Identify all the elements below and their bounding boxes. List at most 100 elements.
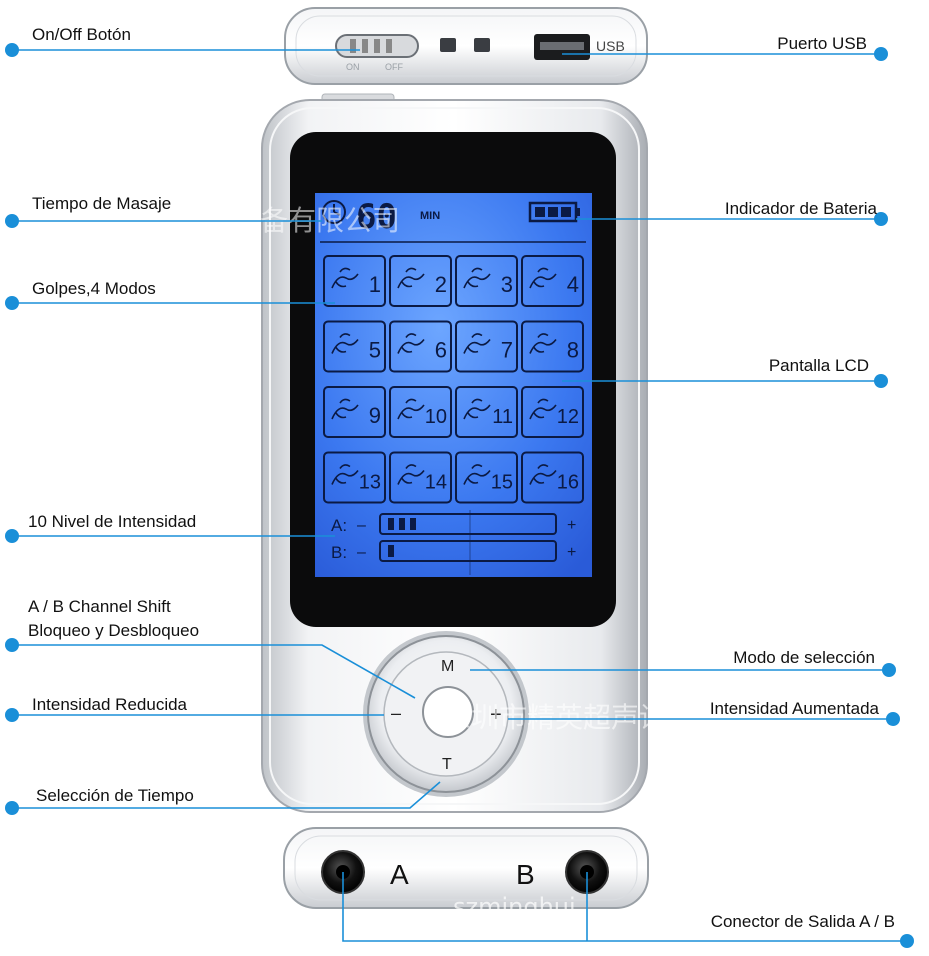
massage-glyph-icon: [529, 333, 557, 354]
mode-15: 15: [455, 451, 518, 504]
channel-a-label: A:: [331, 516, 347, 535]
mode-number: 4: [567, 272, 579, 297]
mode-number: 7: [501, 338, 513, 363]
mode-10: 10: [389, 386, 452, 438]
mode-number: 10: [425, 406, 447, 428]
label-channel-shift-1: A / B Channel Shift: [28, 597, 171, 616]
massage-glyph-icon: [331, 333, 359, 354]
label-battery: Indicador de Bateria: [724, 199, 877, 218]
indicator-light-1: [440, 38, 456, 52]
massage-glyph-icon: [463, 267, 491, 289]
channel-b-minus: –: [357, 544, 366, 561]
time-button[interactable]: T: [442, 756, 452, 773]
mode-number: 13: [359, 472, 381, 494]
intensity-down-button[interactable]: –: [391, 703, 401, 723]
channel-a-plus: +: [567, 517, 576, 534]
mode-9: 9: [323, 386, 386, 438]
massage-glyph-icon: [397, 333, 425, 354]
mode-number: 12: [557, 406, 579, 428]
mode-number: 8: [567, 338, 579, 363]
battery-icon: [528, 201, 580, 223]
on-label: ON: [346, 62, 360, 72]
label-modes: Golpes,4 Modos: [32, 279, 156, 298]
mode-1: 1: [323, 255, 386, 307]
channel-a-minus: –: [357, 517, 366, 534]
mode-number: 6: [435, 338, 447, 363]
mode-number: 3: [501, 272, 513, 297]
usb-label: USB: [596, 38, 625, 54]
massage-glyph-icon: [331, 398, 359, 420]
level-block: [388, 545, 394, 557]
massage-glyph-icon: [397, 267, 425, 289]
massage-glyph-icon: [397, 464, 425, 485]
channel-b-level: [388, 545, 394, 557]
channel-b-bar: [379, 540, 557, 562]
mode-6: 6: [389, 320, 452, 373]
timer-value: 60: [356, 197, 397, 237]
label-mode-select: Modo de selección: [733, 648, 875, 667]
intensity-b: B: – +: [331, 540, 576, 562]
mode-13: 13: [323, 451, 386, 504]
output-a-label: A: [390, 859, 409, 890]
label-channel-shift-2: Bloqueo y Desbloqueo: [28, 621, 200, 640]
mode-16: 16: [521, 451, 584, 504]
off-label: OFF: [385, 62, 403, 72]
indicator-light-2: [474, 38, 490, 52]
label-intensity-up: Intensidad Aumentada: [709, 699, 879, 718]
intensity-a: A: – +: [331, 513, 576, 535]
intensity-up-button[interactable]: +: [490, 704, 502, 726]
channel-a-level: [388, 518, 416, 530]
mode-4: 4: [521, 255, 584, 307]
massage-glyph-icon: [463, 398, 491, 420]
label-intensity-levels: 10 Nivel de Intensidad: [28, 512, 197, 531]
mode-number: 2: [435, 272, 447, 297]
massage-glyph-icon: [529, 464, 557, 485]
label-intensity-down: Intensidad Reducida: [32, 695, 188, 714]
watermark-cn-2: 深圳市精英超声设备有限公司: [443, 701, 807, 734]
level-block: [399, 518, 405, 530]
mode-3: 3: [455, 255, 518, 307]
mode-2: 2: [389, 255, 452, 307]
mode-7: 7: [455, 320, 518, 373]
mode-number: 5: [369, 338, 381, 363]
label-time-select: Selección de Tiempo: [36, 786, 194, 805]
label-massage-time: Tiempo de Masaje: [32, 194, 172, 213]
massage-glyph-icon: [529, 267, 557, 289]
level-block: [388, 518, 394, 530]
massage-glyph-icon: [529, 398, 557, 420]
mode-number: 11: [492, 406, 513, 428]
control-dial: M T – +: [363, 631, 529, 797]
mode-11: 11: [455, 386, 518, 438]
massage-glyph-icon: [331, 267, 359, 289]
watermark-latin: szminghui: [453, 893, 576, 921]
mode-14: 14: [389, 451, 452, 504]
callout-lines: [12, 49, 909, 942]
massage-glyph-icon: [463, 333, 491, 354]
label-usb-port: Puerto USB: [777, 34, 867, 53]
channel-a-bar: [379, 513, 557, 535]
center-button[interactable]: [422, 686, 474, 738]
channel-b-label: B:: [331, 543, 347, 562]
mode-number: 15: [491, 472, 513, 494]
massage-glyph-icon: [463, 464, 491, 485]
mode-button[interactable]: M: [441, 658, 454, 675]
timer-unit: MIN: [420, 210, 440, 222]
level-block: [410, 518, 416, 530]
mode-number: 16: [557, 472, 579, 494]
mode-number: 9: [369, 403, 381, 428]
mode-8: 8: [521, 320, 584, 373]
callout-dots: [5, 43, 914, 948]
mode-number: 14: [425, 472, 447, 494]
clock-icon: [322, 200, 346, 224]
mode-number: 1: [369, 272, 381, 297]
device-top-view: ON OFF USB: [284, 7, 648, 85]
label-output-connector: Conector de Salida A / B: [710, 912, 895, 931]
label-on-off: On/Off Botón: [32, 25, 131, 44]
mode-5: 5: [323, 320, 386, 373]
channel-b-plus: +: [567, 544, 576, 561]
label-lcd: Pantalla LCD: [768, 356, 869, 375]
massage-glyph-icon: [331, 464, 359, 485]
